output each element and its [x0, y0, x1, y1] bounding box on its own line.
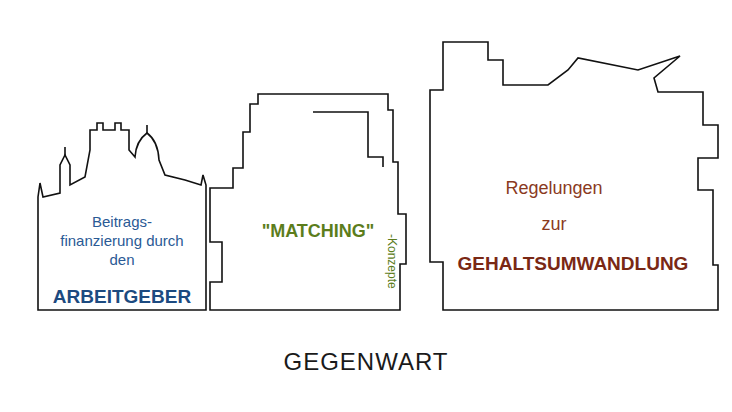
building-outline: Beitrags- finanzierung durch denARBEITGE…	[35, 105, 209, 313]
building-outline: "MATCHING" -Konzepte	[208, 92, 408, 312]
caption: GEGENWART	[283, 348, 448, 376]
outline-path	[38, 123, 206, 310]
building-shape	[208, 92, 408, 312]
node-text: "MATCHING"	[262, 220, 375, 243]
outline-detail	[313, 112, 383, 167]
outline-detail	[65, 125, 147, 155]
outline-path	[210, 94, 406, 310]
node-text: Regelungen zur	[505, 170, 602, 242]
node-text: Beitrags- finanzierung durch den	[57, 213, 187, 269]
node-text: GEHALTSUMWANDLUNG	[458, 252, 689, 276]
node-text: ARBEITGEBER	[53, 285, 191, 309]
building-outline: Regelungen zurGEHALTSUMWANDLUNG	[418, 30, 724, 314]
building-shape	[35, 105, 209, 313]
node-text: -Konzepte	[384, 234, 399, 289]
outline-path	[430, 42, 718, 310]
